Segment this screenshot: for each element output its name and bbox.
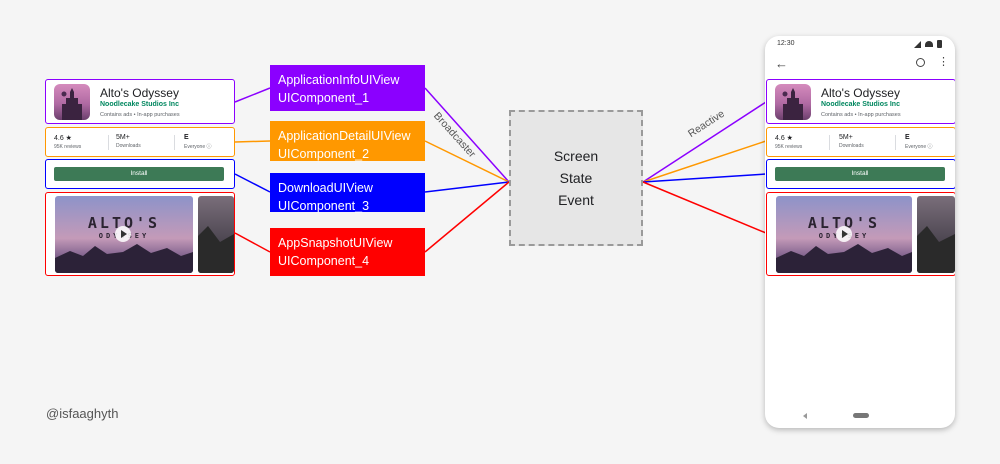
downloads-label: Downloads <box>116 143 141 149</box>
phone-snapshot-card: ALTO'S ODYSSEY <box>766 192 955 276</box>
rating-value: 4.6 ★ <box>54 135 72 142</box>
content-rating-stat: E Everyone ⓘ <box>905 134 950 150</box>
state-line-2: State <box>559 170 593 186</box>
wire-info-left <box>234 87 271 103</box>
wire-snapshot-state <box>424 181 510 253</box>
wire-detail-left <box>234 140 271 143</box>
wire-state-info <box>642 101 767 183</box>
meta-ads: Contains ads <box>100 112 133 118</box>
app-meta: Contains ads • In-app purchases <box>821 112 901 118</box>
screenshot-thumbnail[interactable] <box>198 196 234 273</box>
app-title: Alto's Odyssey <box>821 86 900 100</box>
mountain-silhouette <box>776 244 912 273</box>
component-id: UIComponent_1 <box>278 91 370 105</box>
wifi-icon <box>925 41 933 47</box>
wire-download-left <box>234 173 271 193</box>
signal-icon <box>914 41 921 48</box>
screenshot-thumbnail[interactable] <box>917 196 955 273</box>
downloads-value: 5M+ <box>839 134 853 141</box>
play-icon[interactable] <box>836 226 852 242</box>
left-app-detail-card: 4.6 ★ 95K reviews 5M+ Downloads E Everyo… <box>45 127 235 157</box>
component-view-name: ApplicationDetailUIView <box>278 129 411 143</box>
play-icon[interactable] <box>115 226 131 242</box>
install-button[interactable]: Install <box>54 167 224 181</box>
downloads-label: Downloads <box>839 143 864 149</box>
rating-label: 95K reviews <box>775 144 803 150</box>
app-title: Alto's Odyssey <box>100 86 179 100</box>
castle-icon <box>782 88 803 120</box>
component-view-name: AppSnapshotUIView <box>278 236 393 250</box>
wire-snapshot-left <box>234 232 271 253</box>
meta-separator: • <box>854 112 857 118</box>
battery-icon <box>937 40 942 48</box>
phone-mockup: 12:30 ← ⋮ Alto's Odyssey Noodlecake Stud… <box>765 36 955 428</box>
status-bar: 12:30 <box>765 36 955 54</box>
downloads-value: 5M+ <box>116 134 130 141</box>
meta-iap: In-app purchases <box>858 112 901 118</box>
rating-stat: 4.6 ★ 95K reviews <box>54 134 94 150</box>
author-watermark: @isfaaghyth <box>46 406 119 421</box>
app-icon <box>54 84 90 120</box>
more-options-icon[interactable]: ⋮ <box>938 56 949 68</box>
downloads-stat: 5M+ Downloads <box>116 134 156 149</box>
app-developer-link[interactable]: Noodlecake Studios Inc <box>100 101 179 108</box>
mountain-silhouette <box>917 226 955 273</box>
component-download: DownloadUIView UIComponent_3 <box>270 173 425 213</box>
phone-app-detail-card: 4.6 ★ 95K reviews 5M+ Downloads E Everyo… <box>766 127 955 157</box>
wire-state-snapshot <box>642 181 767 234</box>
nav-back-icon[interactable] <box>803 413 807 419</box>
component-id: UIComponent_3 <box>278 199 370 213</box>
left-snapshot-card: ALTO'S ODYSSEY <box>45 192 235 276</box>
content-rating-label: Everyone ⓘ <box>905 144 933 150</box>
component-app-snapshot: AppSnapshotUIView UIComponent_4 <box>270 228 425 276</box>
component-application-detail: ApplicationDetailUIView UIComponent_2 <box>270 121 425 161</box>
mountain-silhouette <box>55 244 193 273</box>
castle-icon <box>61 88 82 120</box>
rating-value: 4.6 ★ <box>775 135 793 142</box>
left-app-info-card: Alto's Odyssey Noodlecake Studios Inc Co… <box>45 79 235 124</box>
app-meta: Contains ads • In-app purchases <box>100 112 180 118</box>
state-line-3: Event <box>558 192 594 208</box>
wire-info-state <box>424 87 510 183</box>
video-screenshot[interactable]: ALTO'S ODYSSEY <box>55 196 193 273</box>
component-view-name: ApplicationInfoUIView <box>278 73 400 87</box>
mountain-silhouette <box>198 226 234 273</box>
component-id: UIComponent_4 <box>278 254 370 268</box>
meta-separator: • <box>133 112 136 118</box>
content-rating-icon: E <box>184 134 189 141</box>
install-button[interactable]: Install <box>775 167 945 181</box>
stat-divider <box>895 135 896 150</box>
content-rating-stat: E Everyone ⓘ <box>184 134 229 150</box>
nav-home-pill[interactable] <box>853 413 869 418</box>
downloads-stat: 5M+ Downloads <box>839 134 879 149</box>
wire-detail-state <box>424 140 510 183</box>
search-icon[interactable] <box>916 58 925 67</box>
app-icon <box>775 84 811 120</box>
app-developer-link[interactable]: Noodlecake Studios Inc <box>821 101 900 108</box>
state-line-1: Screen <box>553 148 599 164</box>
stat-divider <box>108 135 109 150</box>
back-arrow-icon[interactable]: ← <box>775 56 788 71</box>
wire-state-detail <box>642 140 767 183</box>
content-rating-icon: E <box>905 134 910 141</box>
screen-state-event-box: Screen State Event <box>509 110 643 246</box>
phone-download-card: Install <box>766 159 955 189</box>
stat-divider <box>829 135 830 150</box>
wire-state-download <box>642 173 767 183</box>
meta-ads: Contains ads <box>821 112 854 118</box>
component-view-name: DownloadUIView <box>278 181 373 195</box>
rating-stat: 4.6 ★ 95K reviews <box>775 134 815 150</box>
component-id: UIComponent_2 <box>278 147 370 161</box>
rating-label: 95K reviews <box>54 144 82 150</box>
phone-app-info-card: Alto's Odyssey Noodlecake Studios Inc Co… <box>766 79 955 124</box>
stat-divider <box>174 135 175 150</box>
left-download-card: Install <box>45 159 235 189</box>
meta-iap: In-app purchases <box>137 112 180 118</box>
status-time: 12:30 <box>777 40 795 47</box>
content-rating-label: Everyone ⓘ <box>184 144 212 150</box>
component-application-info: ApplicationInfoUIView UIComponent_1 <box>270 65 425 111</box>
wire-download-state <box>424 181 510 193</box>
video-screenshot[interactable]: ALTO'S ODYSSEY <box>776 196 912 273</box>
